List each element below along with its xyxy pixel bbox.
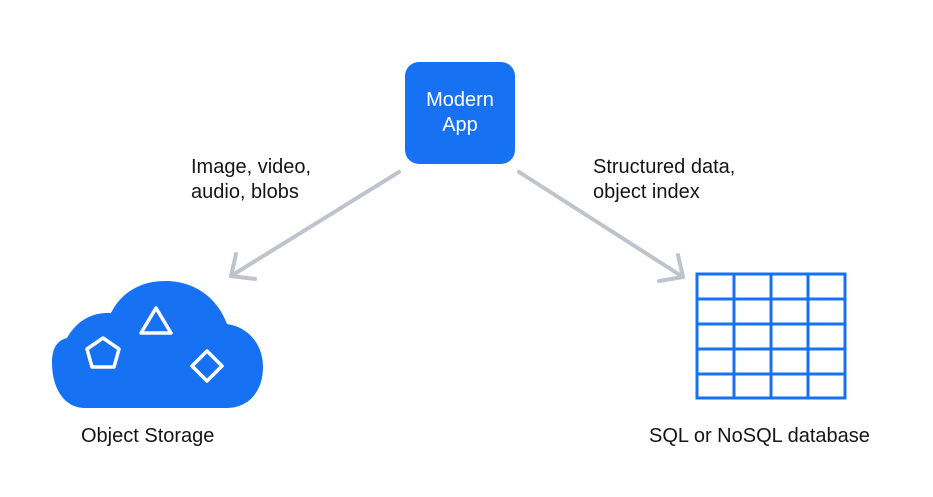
right-arrow: [517, 170, 685, 283]
modern-app-label: Modern App: [426, 89, 494, 136]
triangle-icon: [139, 306, 173, 335]
database-label: SQL or NoSQL database: [649, 425, 870, 447]
modern-app-node: Modern App: [405, 62, 515, 164]
pentagon-icon: [85, 336, 121, 369]
cloud-icon: [52, 281, 263, 408]
table-icon: [695, 272, 847, 400]
object-storage-label: Object Storage: [81, 425, 215, 447]
left-arrow: [229, 170, 401, 281]
structured-data-edge-label: Structured data, object index: [593, 156, 736, 203]
object-data-edge-label: Image, video, audio, blobs: [191, 156, 312, 203]
diamond-icon: [190, 349, 224, 383]
